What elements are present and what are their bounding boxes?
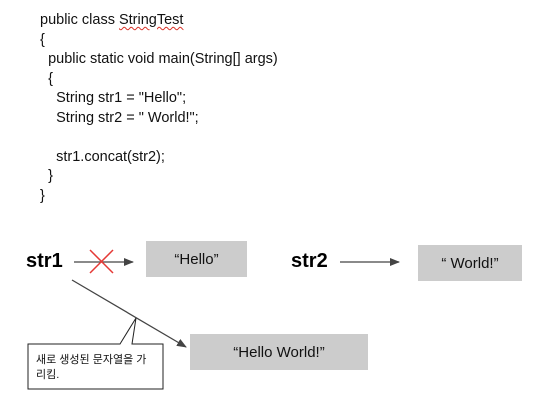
world-string-box: “ World!” <box>418 245 522 281</box>
cross-mark-b <box>89 249 114 274</box>
code-line: } <box>48 168 53 184</box>
code-line: } <box>40 187 45 204</box>
code-line: String str2 = " World!"; <box>56 109 199 126</box>
code-block: public class StringTest { public static … <box>40 11 278 206</box>
code-line: { <box>40 31 45 48</box>
callout-text: 새로 생성된 문자열을 가리킴. <box>36 354 147 381</box>
code-line: str1.concat(str2); <box>56 148 165 165</box>
spellcheck-word: StringTest <box>118 12 184 28</box>
str1-hello-world-arrow <box>71 279 187 348</box>
str1-label: str1 <box>26 250 63 272</box>
code-line: public static void main(String[] args) <box>48 51 278 67</box>
hello-string-box: “Hello” <box>146 241 247 277</box>
code-line: { <box>48 70 53 87</box>
code-line: public class StringTest <box>40 12 184 28</box>
hello-world-string-box: “Hello World!” <box>190 334 368 370</box>
code-line: String str1 = "Hello"; <box>56 90 187 106</box>
callout-bubble <box>27 317 164 390</box>
str2-label: str2 <box>291 250 328 272</box>
